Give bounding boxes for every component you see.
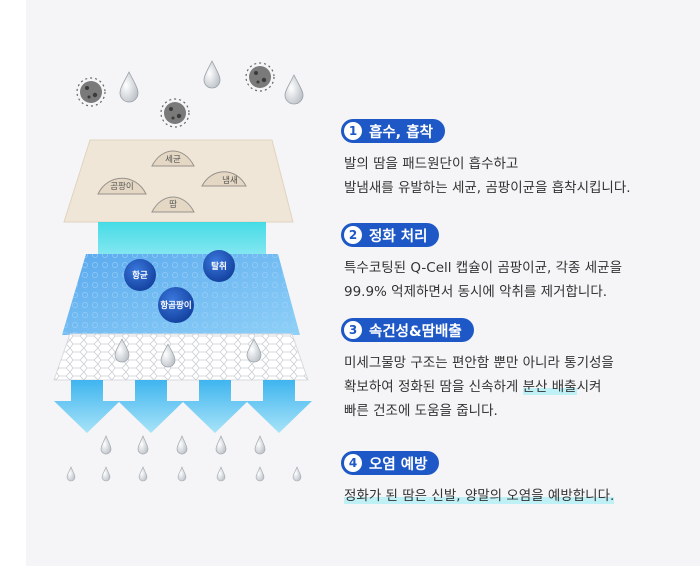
feature-number: 3: [344, 321, 362, 339]
drop-icon: [176, 435, 188, 455]
feature-title: 오염 예방: [369, 456, 428, 473]
description-line: 정화가 된 땀은 신발, 양말의 오염을 예방합니다.: [344, 484, 615, 508]
label-germ: 세균: [165, 155, 181, 165]
germ-icon: [76, 77, 106, 107]
drop-icon: [254, 435, 266, 455]
feature-quick-dry: 3 속건성&땀배출 미세그물망 구조는 편안함 뿐만 아니라 통기성을 확보하여…: [341, 318, 614, 423]
germ-icon: [245, 62, 275, 92]
down-arrow-icon: [246, 380, 312, 433]
feature-description: 특수코팅된 Q-Cell 캡슐이 곰팡이균, 각종 세균을 99.9% 억제하면…: [341, 256, 622, 304]
label-sweat: 땀: [169, 199, 177, 210]
top-fabric-layer: [63, 139, 294, 223]
feature-title: 흡수, 흡착: [369, 124, 433, 141]
drop-icon: [119, 71, 139, 103]
text-segment: 확보하여 정화된 땀을 신속하게: [344, 379, 523, 395]
label-mold: 곰팡이: [110, 181, 133, 192]
drop-icon: [177, 466, 187, 482]
feature-prevent-stain: 4 오염 예방 정화가 된 땀은 신발, 양말의 오염을 예방합니다.: [341, 451, 615, 508]
drop-icon: [101, 466, 111, 482]
down-arrow-icon: [54, 380, 120, 433]
description-line: 특수코팅된 Q-Cell 캡슐이 곰팡이균, 각종 세균을: [344, 260, 622, 276]
drop-icon: [246, 338, 262, 363]
feature-title-pill: 4 오염 예방: [341, 451, 440, 475]
label-odor: 냄새: [222, 175, 238, 186]
purification-glow: [98, 222, 266, 258]
drop-icon: [114, 338, 130, 363]
description-line: 빠른 건조에 도움을 줍니다.: [344, 403, 498, 419]
feature-title: 속건성&땀배출: [369, 323, 462, 340]
label-antifungal: 항곰팡이: [160, 300, 191, 311]
drop-icon: [255, 466, 265, 482]
feature-absorb: 1 흡수, 흡착 발의 땀을 패드원단이 흡수하고 발냄새를 유발하는 세균, …: [341, 119, 631, 200]
highlighted-text: 분산 배출: [522, 379, 577, 395]
highlighted-text: 정화가 된 땀은 신발, 양말의 오염을 예방합니다.: [344, 488, 615, 504]
feature-purify: 2 정화 처리 특수코팅된 Q-Cell 캡슐이 곰팡이균, 각종 세균을 99…: [341, 223, 622, 304]
drop-icon: [216, 466, 226, 482]
description-line: 미세그물망 구조는 편안함 뿐만 아니라 통기성을: [344, 355, 614, 371]
drop-icon: [138, 466, 148, 482]
capsule-bubble: [158, 287, 194, 323]
drop-icon: [66, 466, 76, 482]
feature-title-pill: 1 흡수, 흡착: [341, 119, 445, 143]
drop-icon: [203, 60, 221, 89]
drop-icon: [160, 343, 176, 368]
drop-icon: [284, 74, 304, 105]
feature-title-pill: 2 정화 처리: [341, 223, 440, 247]
drop-icon: [215, 435, 227, 455]
feature-number: 1: [344, 122, 362, 140]
description-line: 발냄새를 유발하는 세균, 곰팡이균을 흡착시킵니다.: [344, 180, 631, 196]
feature-title: 정화 처리: [369, 228, 428, 245]
capsule-bubble: [203, 250, 235, 282]
description-line: 99.9% 억제하면서 동시에 악취를 제거합니다.: [344, 284, 608, 300]
feature-description: 정화가 된 땀은 신발, 양말의 오염을 예방합니다.: [341, 484, 615, 508]
description-line: 발의 땀을 패드원단이 흡수하고: [344, 156, 519, 172]
drop-icon: [137, 435, 149, 455]
drop-icon: [100, 435, 112, 455]
feature-number: 2: [344, 226, 362, 244]
layer-illustration: 세균 곰팡이 냄새 땀 항균 탈취 항곰팡이: [53, 60, 312, 482]
down-arrow-icon: [182, 380, 248, 433]
germ-icon: [160, 98, 190, 128]
feature-description: 미세그물망 구조는 편안함 뿐만 아니라 통기성을 확보하여 정화된 땀을 신속…: [341, 351, 614, 423]
label-antibacterial: 항균: [132, 270, 148, 281]
label-deodorize: 탈취: [211, 261, 227, 272]
description-line: 확보하여 정화된 땀을 신속하게 분산 배출시켜: [344, 375, 614, 399]
drop-icon: [292, 466, 302, 482]
down-arrow-icon: [118, 380, 184, 433]
feature-title-pill: 3 속건성&땀배출: [341, 318, 474, 342]
text-segment: 시켜: [576, 379, 602, 395]
feature-description: 발의 땀을 패드원단이 흡수하고 발냄새를 유발하는 세균, 곰팡이균을 흡착시…: [341, 152, 631, 200]
capsule-bubble: [124, 259, 156, 291]
feature-number: 4: [344, 454, 362, 472]
